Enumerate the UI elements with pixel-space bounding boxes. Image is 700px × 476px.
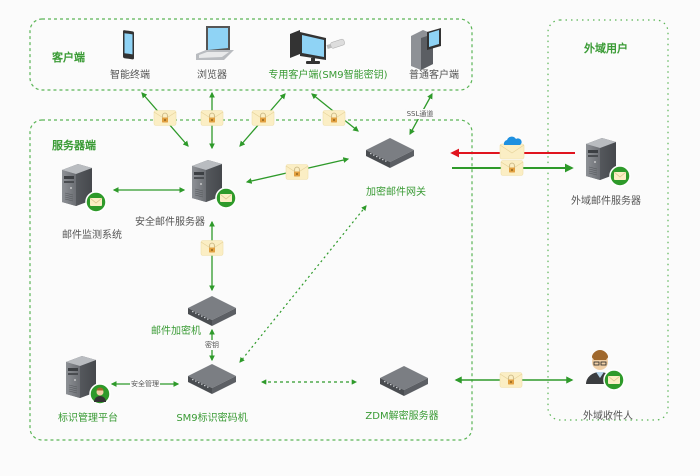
key-label: 密钥 [204, 340, 220, 350]
gateway-device-icon [366, 138, 414, 168]
server-zone-title: 服务器端 [52, 139, 96, 152]
encrypted-gateway-label: 加密邮件网关 [366, 187, 426, 198]
laptop-icon [196, 26, 234, 60]
mail-monitor-label: 邮件监测系统 [62, 230, 122, 241]
smart-terminal-label: 智能终端 [110, 70, 150, 81]
secure-mail-server-label: 安全邮件服务器 [135, 217, 205, 228]
external-mail-server-icon [585, 137, 631, 187]
mail-encryptor-label: 邮件加密机 [151, 326, 201, 337]
desktop-usb-icon [290, 30, 345, 64]
server-zone [29, 119, 473, 441]
recipient-avatar-icon [586, 350, 625, 391]
envelope-icon [285, 164, 309, 180]
zdm-decrypt-label: ZDM解密服务器 [365, 411, 439, 422]
ssl-channel-label: SSL通道 [405, 109, 435, 119]
browser-label: 浏览器 [197, 70, 227, 81]
cloud-envelope-icon [499, 136, 525, 160]
envelope-icon [499, 372, 523, 388]
dedicated-client-label: 专用客户端(SM9智能密钥) [268, 70, 388, 81]
secure-mail-server-icon [191, 159, 237, 209]
envelope-icon [200, 110, 224, 126]
sm9-crypto-label: SM9标识密码机 [176, 413, 248, 424]
mail-monitor-server-icon [61, 163, 107, 213]
id-management-server-icon [65, 355, 111, 405]
normal-client-label: 普通客户端 [409, 70, 459, 81]
client-zone-title: 客户端 [52, 51, 85, 64]
envelope-icon [200, 240, 224, 256]
client-zone [29, 18, 473, 91]
id-management-label: 标识管理平台 [58, 413, 118, 424]
sm9-crypto-device-icon [188, 364, 236, 394]
security-mgmt-label: 安全管理 [130, 379, 160, 389]
zdm-device-icon [380, 366, 428, 396]
envelope-icon [500, 160, 524, 176]
envelope-icon [322, 110, 346, 126]
external-recipient-label: 外域收件人 [583, 411, 633, 422]
external-zone [547, 19, 669, 421]
arrow-gateway-crypto [239, 205, 367, 363]
external-mail-server-label: 外域邮件服务器 [571, 196, 641, 207]
external-zone-title: 外域用户 [584, 42, 628, 55]
tablet-icon [123, 30, 134, 60]
workstation-icon [411, 28, 441, 70]
envelope-icon [251, 110, 275, 126]
envelope-icon [153, 110, 177, 126]
